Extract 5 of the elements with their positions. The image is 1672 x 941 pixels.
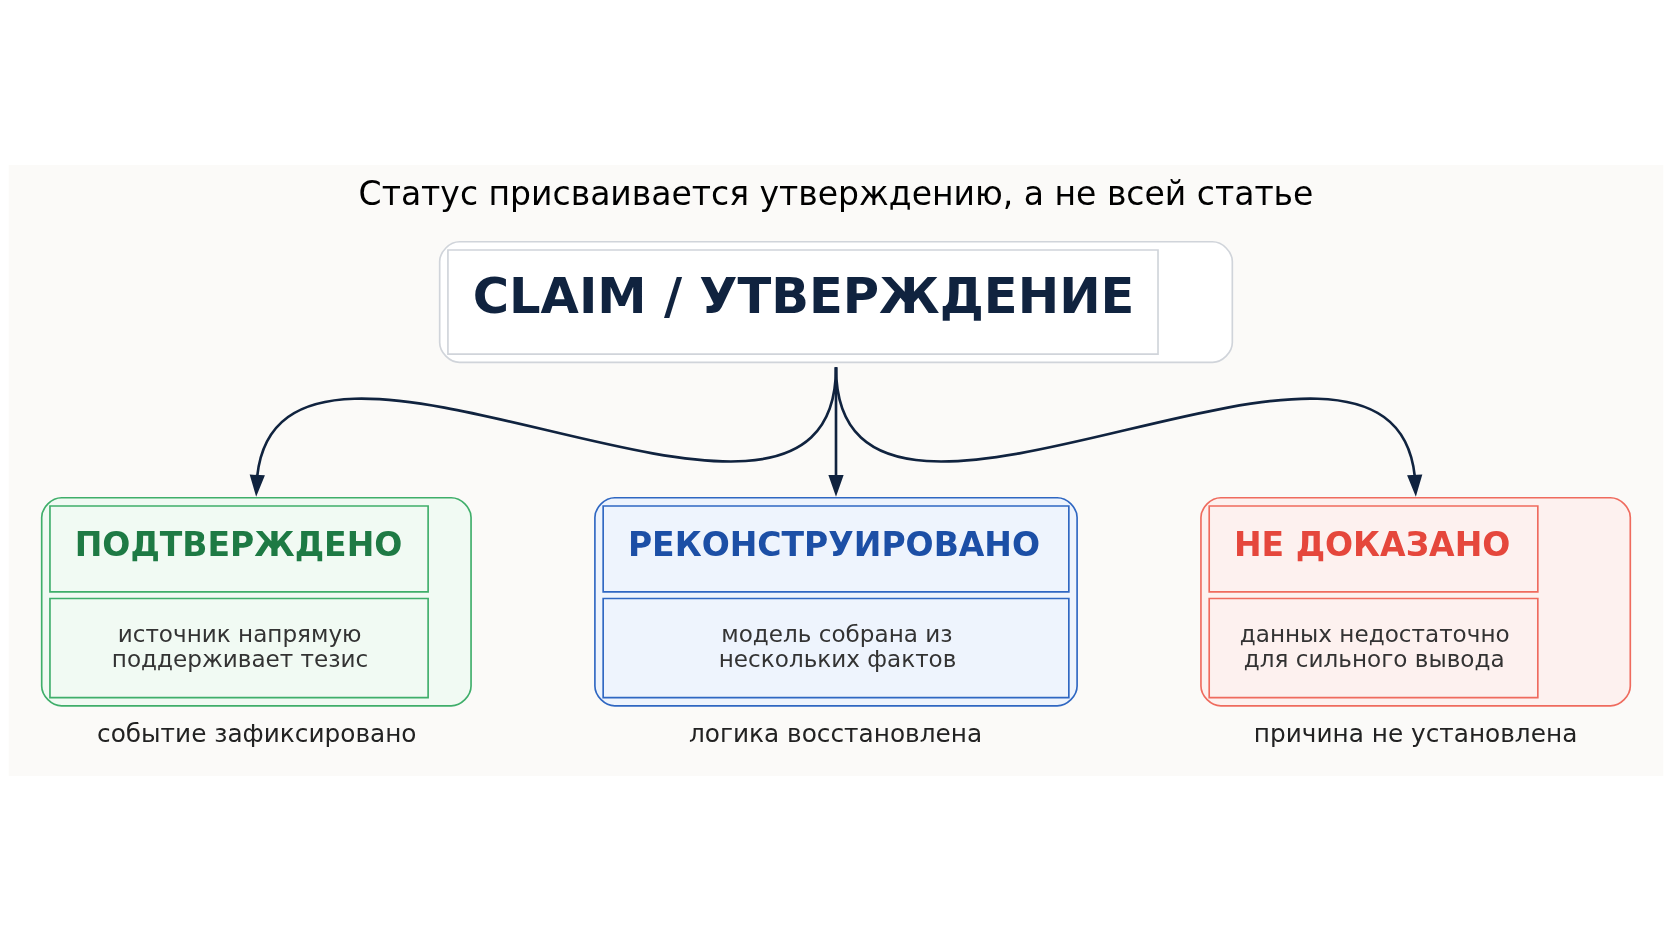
node-label: причина не установлена (1253, 719, 1578, 749)
node-label: логика восстановлена (689, 719, 983, 749)
diagram-title: Статус присваивается утверждению, а не всей статье (358, 173, 1314, 213)
node-label: событие зафиксировано (97, 719, 417, 749)
arrow (834, 367, 1423, 497)
